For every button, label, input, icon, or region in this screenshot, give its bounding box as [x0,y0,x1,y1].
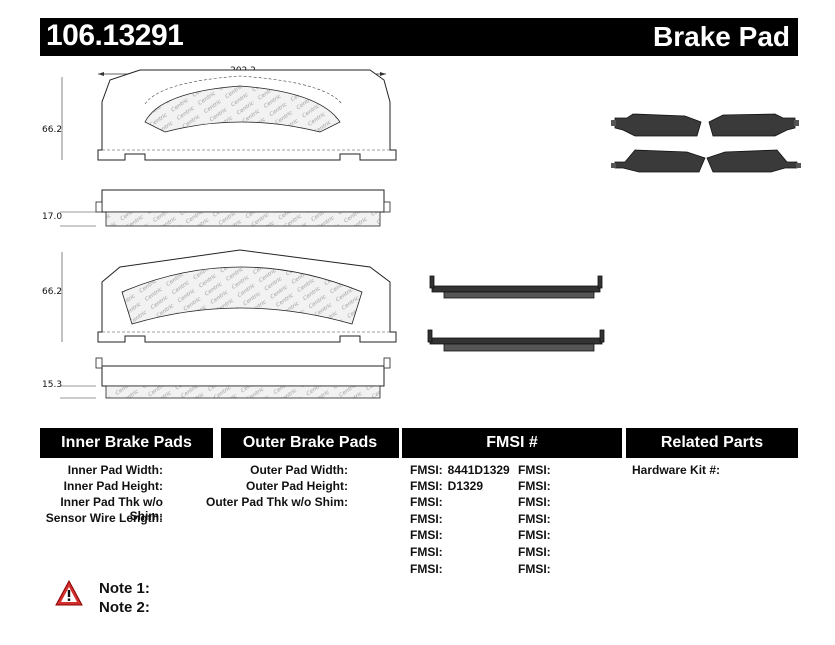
fmsi-entry: FMSI: [518,545,551,559]
inner-pad-front [97,69,397,161]
note-2-label: Note 2: [99,599,150,616]
outer-pad-width-label: Outer Pad Width: [250,463,348,477]
note-1-label: Note 1: [99,580,150,597]
fmsi-entry: FMSI: [518,479,551,493]
fmsi-entry: FMSI: [410,562,443,576]
related-parts-heading: Related Parts [626,428,798,458]
outer-pad-height-label: Outer Pad Height: [245,479,348,493]
specs-table: Inner Brake Pads Specs Outer Brake Pads … [40,428,798,628]
outer-specs-heading: Outer Brake Pads Specs [221,428,399,481]
inner-pad-width-label: Inner Pad Width: [67,463,163,477]
product-photo [605,110,805,185]
fmsi-entry: FMSI: [518,528,551,542]
part-number: 106.13291 [46,19,184,52]
dim-thk-bottom: 15.3 [42,380,62,390]
fmsi-entry: FMSI: [518,495,551,509]
fmsi-entry: FMSI: [518,463,551,477]
hardware-kit-label: Hardware Kit #: [632,463,721,477]
outer-pad-thk-label: Outer Pad Thk w/o Shim: [205,495,348,509]
inner-specs-heading: Inner Brake Pads Specs [40,428,213,481]
outer-pad-side [95,357,391,399]
title-bar: 106.13291 Brake Pad [40,18,798,56]
fmsi-entry: FMSI:8441D1329 [410,463,510,477]
fmsi-heading: FMSI # [402,428,622,458]
fmsi-entry: FMSI: [410,545,443,559]
fmsi-entry: FMSI:D1329 [410,479,484,493]
warning-triangle-icon [55,580,83,606]
side-view-photo [420,270,615,365]
outer-pad-front [97,249,397,343]
inner-pad-side [95,189,391,227]
inner-pad-thk-label: Inner Pad Thk w/o Shim: [60,495,163,523]
dim-height-bottom: 66.2 [42,287,62,297]
product-type: Brake Pad [653,21,790,52]
sensor-wire-length-label: Sensor Wire Length: [45,511,163,525]
inner-pad-height-label: Inner Pad Height: [63,479,163,493]
dim-thk-top: 17.0 [42,212,62,222]
fmsi-entry: FMSI: [518,562,551,576]
technical-drawing: Centric 202.2 66.2 17.0 [40,62,420,402]
fmsi-entry: FMSI: [410,528,443,542]
fmsi-entry: FMSI: [410,512,443,526]
fmsi-entry: FMSI: [518,512,551,526]
fmsi-entry: FMSI: [410,495,443,509]
dim-height-top: 66.2 [42,125,62,135]
notes: Note 1: Note 2: [55,578,255,618]
